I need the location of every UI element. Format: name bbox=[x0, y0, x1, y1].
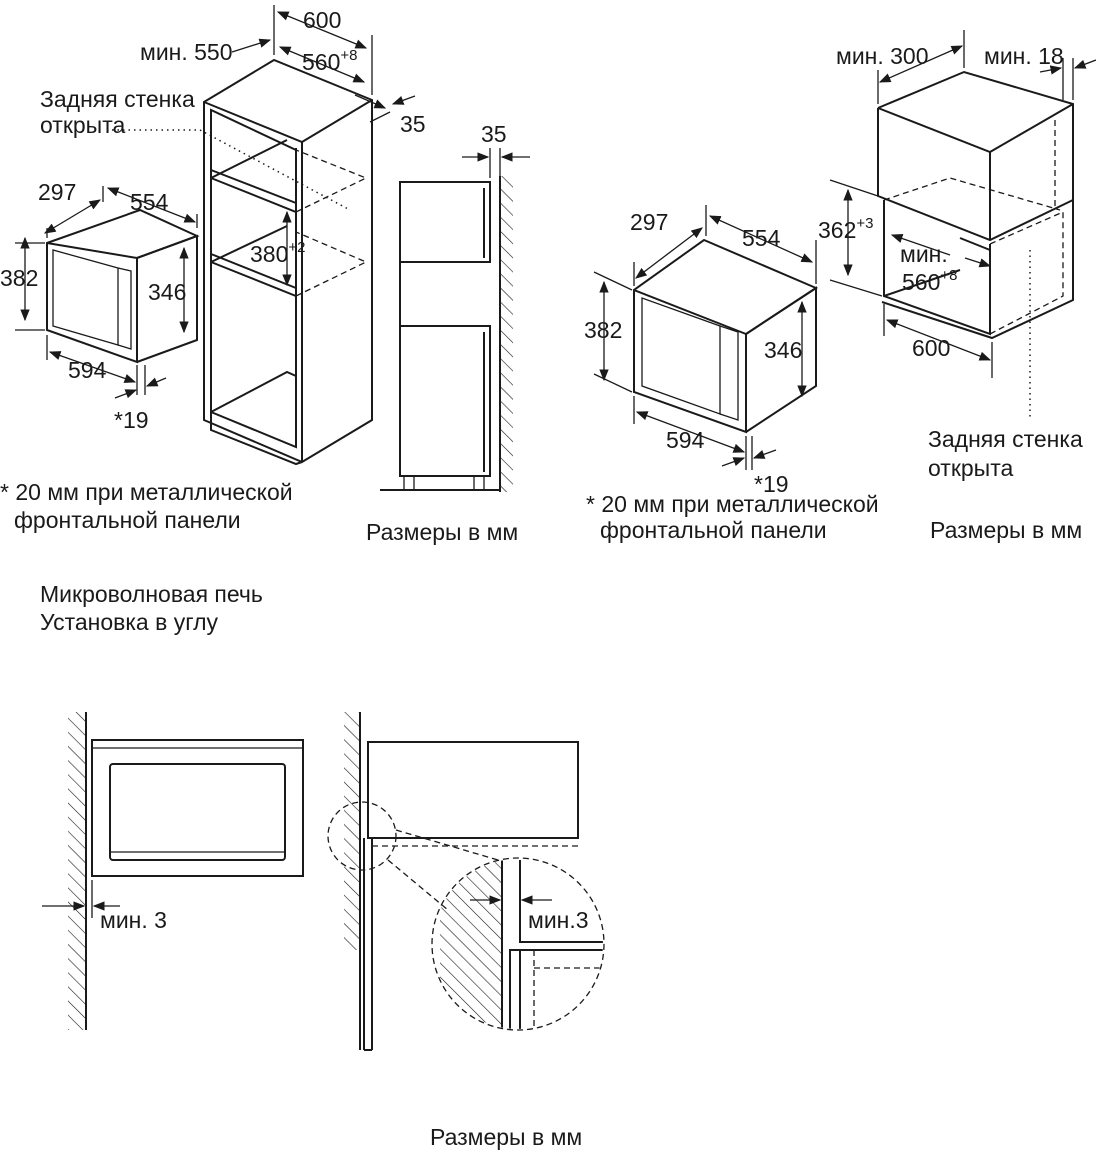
right-back-wall-label-2: открыта bbox=[928, 455, 1013, 481]
right-niche-height: 362+3 bbox=[818, 215, 873, 243]
left-back-wall-label-1: Задняя стенка bbox=[40, 86, 195, 112]
left-side-gap: 35 bbox=[481, 121, 507, 147]
right-oven-inner-height: 346 bbox=[764, 337, 802, 363]
right-niche-depth: 560+8 bbox=[902, 267, 957, 295]
right-oven-depth: 297 bbox=[630, 209, 668, 235]
bottom-front-view: мин. 3 bbox=[42, 712, 304, 1030]
section-title-line1: Микроволновая печь bbox=[40, 581, 263, 607]
left-oven-depth: 297 bbox=[38, 179, 76, 205]
left-niche-depth: 560+8 bbox=[302, 47, 357, 75]
left-oven-drawing: 297 554 382 346 594 *19 bbox=[0, 179, 200, 433]
left-footnote-1: * 20 мм при металлической bbox=[0, 479, 293, 505]
left-oven-height: 382 bbox=[0, 265, 38, 291]
right-cabinet-min-depth: мин. 300 bbox=[836, 43, 929, 69]
right-units: Размеры в мм bbox=[930, 517, 1082, 543]
right-footnote-1: * 20 мм при металлической bbox=[586, 491, 879, 517]
right-oven-drawing: 297 554 382 346 594 *19 bbox=[584, 205, 819, 497]
right-oven-front-width: 594 bbox=[666, 427, 705, 453]
right-front-offset: *19 bbox=[754, 471, 789, 497]
right-cabinet-width: 600 bbox=[912, 335, 950, 361]
left-oven-front-width: 594 bbox=[68, 357, 107, 383]
right-side-min: мин. 18 bbox=[984, 43, 1064, 69]
right-back-wall-label-1: Задняя стенка bbox=[928, 426, 1083, 452]
left-back-wall-label-2: открыта bbox=[40, 112, 125, 138]
right-oven-height: 382 bbox=[584, 317, 622, 343]
left-front-offset: *19 bbox=[114, 407, 149, 433]
right-footnote-2: фронтальной панели bbox=[600, 517, 827, 543]
left-cabinet-drawing: 600 мин. 550 560+8 35 380+2 Задняя стенк… bbox=[40, 5, 426, 466]
right-oven-width: 554 bbox=[742, 225, 781, 251]
left-oven-inner-height: 346 bbox=[148, 279, 186, 305]
section-title-line2: Установка в углу bbox=[40, 609, 219, 635]
right-niche-min-label: мин. bbox=[900, 241, 948, 267]
left-units: Размеры в мм bbox=[366, 519, 518, 545]
bottom-detail-gap: мин.3 bbox=[528, 907, 589, 933]
right-cabinet-drawing: мин. 300 мин. 18 362+3 мин. 560+8 600 За… bbox=[818, 30, 1096, 481]
left-niche-height: 380+2 bbox=[250, 239, 305, 267]
left-oven-width: 554 bbox=[130, 189, 169, 215]
bottom-units: Размеры в мм bbox=[430, 1124, 582, 1150]
bottom-side-view: мин.3 bbox=[327, 712, 605, 1051]
left-footnote-2: фронтальной панели bbox=[14, 507, 241, 533]
left-cabinet-min-depth: мин. 550 bbox=[140, 39, 233, 65]
left-cabinet-width: 600 bbox=[303, 7, 341, 33]
left-back-gap: 35 bbox=[400, 111, 426, 137]
bottom-wall-gap: мин. 3 bbox=[100, 907, 167, 933]
left-side-section: 35 bbox=[380, 121, 530, 492]
